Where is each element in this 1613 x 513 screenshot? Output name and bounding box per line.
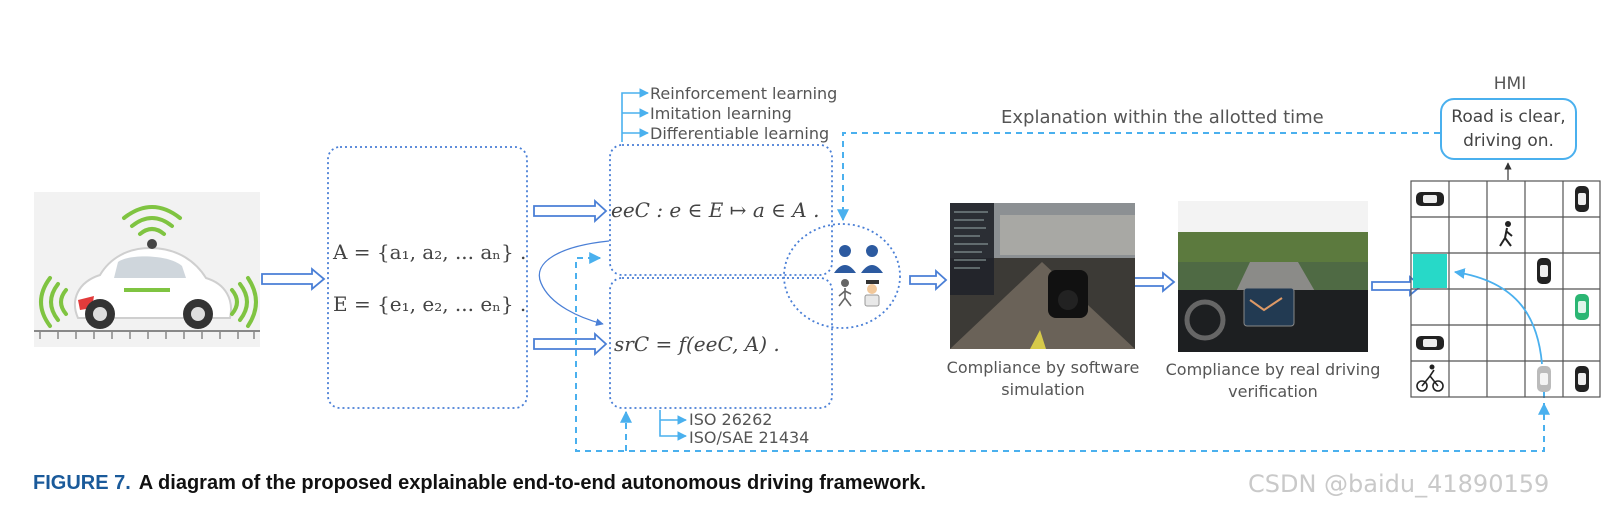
actions-set: A = {a₁, a₂, ... aₙ} . xyxy=(333,240,527,264)
car-icon xyxy=(1575,366,1589,392)
stakeholder-icons xyxy=(834,245,883,307)
learning-method-item: Differentiable learning xyxy=(650,124,830,143)
car-icon xyxy=(1537,258,1551,284)
eec-box xyxy=(609,144,833,276)
figure-caption-text: A diagram of the proposed explainable en… xyxy=(138,472,926,494)
standards-list: ISO 26262 ISO/SAE 21434 xyxy=(689,411,809,447)
ego-car-icon xyxy=(1537,366,1551,392)
real-driving-photo xyxy=(1178,201,1368,352)
autonomous-car-illustration xyxy=(34,192,260,347)
learning-method-item: Reinforcement learning xyxy=(650,84,838,103)
events-set: E = {e₁, e₂, ... eₙ} . xyxy=(333,292,527,316)
hmi-message-line: Road is clear, xyxy=(1451,107,1566,127)
route-arrow xyxy=(1453,268,1543,365)
target-cell xyxy=(1413,254,1447,288)
flow-arrows xyxy=(261,198,1423,357)
hmi-message-line: driving on. xyxy=(1463,131,1554,151)
pedestrian-icon xyxy=(838,279,852,307)
cyclist-icon xyxy=(1416,364,1444,392)
learning-method-item: Imitation learning xyxy=(650,104,792,123)
src-equation: srC = f(eeC, A) . xyxy=(614,332,780,356)
standard-item: ISO 26262 xyxy=(689,410,773,429)
watermark: CSDN @baidu_41890159 xyxy=(1248,470,1550,498)
car-icon xyxy=(1575,186,1589,212)
simulation-screenshot xyxy=(950,203,1135,349)
hmi-message-box: Road is clear, driving on. xyxy=(1440,98,1577,160)
eec-equation: eeC : e ∈ E ↦ a ∈ A . xyxy=(611,198,820,222)
curve-arrow xyxy=(538,240,610,327)
sets-box xyxy=(327,146,528,409)
police-icon xyxy=(864,280,880,307)
grid-world xyxy=(1410,162,1601,398)
figure-caption: FIGURE 7. A diagram of the proposed expla… xyxy=(33,472,926,495)
stakeholders-ellipse xyxy=(783,223,901,329)
dashed-loops xyxy=(575,132,1550,452)
car-icon xyxy=(1416,336,1444,350)
real-driving-label: Compliance by real driving verification xyxy=(1165,360,1381,401)
explanation-label: Explanation within the allotted time xyxy=(1001,107,1324,128)
green-car-icon xyxy=(1575,294,1589,320)
simulation-label: Compliance by software simulation xyxy=(946,358,1140,399)
learning-methods-list: Reinforcement learning Imitation learnin… xyxy=(650,84,837,144)
learning-branch-lines xyxy=(621,88,649,142)
hmi-title: HMI xyxy=(1493,74,1527,94)
standards-branch-lines xyxy=(659,410,687,441)
src-box xyxy=(609,277,833,409)
operator-icon xyxy=(861,245,883,273)
standard-item: ISO/SAE 21434 xyxy=(689,428,810,447)
figure-number: FIGURE 7. xyxy=(33,472,131,494)
engineer-icon xyxy=(834,245,856,273)
pedestrian-icon xyxy=(1499,221,1513,247)
car-icon xyxy=(1416,192,1444,206)
